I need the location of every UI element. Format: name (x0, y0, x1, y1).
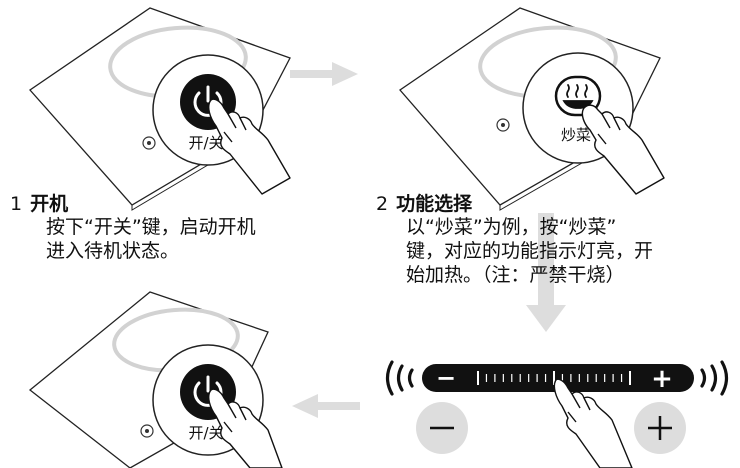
step-1: 1 开机 按下“开关”键，启动开机 进入待机状态。 (10, 193, 256, 263)
down-arrow-icon (526, 213, 566, 332)
power-icon (193, 85, 223, 117)
slider-plus-symbol: + (651, 364, 673, 394)
power-button-label-2: 开/关 (188, 424, 223, 442)
left-sound-waves (385, 360, 414, 396)
power-icon (193, 375, 223, 407)
step-2-line-2: 键，对应的功能指示灯亮，开 (406, 240, 654, 262)
power-button-label: 开/关 (188, 134, 223, 152)
plus-button[interactable] (634, 402, 686, 454)
pressing-hand-4 (553, 378, 633, 468)
step-2-line-3: 始加热。（注：严禁干烧） (406, 264, 625, 286)
pressing-hand-3 (208, 388, 283, 468)
step-1-line-2: 进入待机状态。 (46, 240, 180, 262)
pressing-hand-2 (581, 104, 665, 195)
minus-button[interactable] (416, 402, 468, 454)
pressing-hand-1 (208, 98, 291, 195)
step-2-line-1: 以“炒菜”为例，按“炒菜” (406, 216, 617, 238)
step-2-number: 2 (376, 193, 389, 215)
right-sound-waves (700, 360, 729, 396)
step-1-title: 开机 (30, 193, 69, 215)
step-2-title: 功能选择 (396, 193, 473, 215)
slider-minus-symbol: − (436, 364, 456, 392)
slider-track[interactable] (422, 364, 694, 392)
step-1-number: 1 (10, 193, 23, 215)
right-arrow-icon (290, 62, 358, 86)
left-arrow-icon (292, 394, 360, 418)
step-2: 2 功能选择 以“炒菜”为例，按“炒菜” 键，对应的功能指示灯亮，开 始加热。（注… (376, 193, 653, 287)
power-slider: − + (385, 360, 729, 454)
stir-fry-button-label: 炒菜 (561, 126, 591, 144)
step-1-line-1: 按下“开关”键，启动开机 (46, 216, 256, 238)
